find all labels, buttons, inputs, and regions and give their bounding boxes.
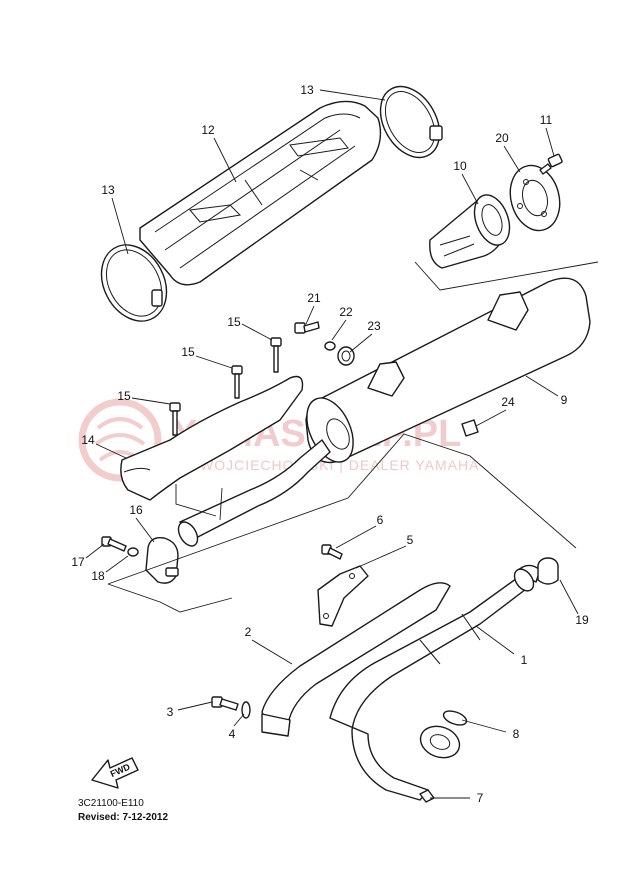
callout-24: 24 [501,395,515,409]
leader-lines [85,89,579,799]
bolt-part-24[interactable] [461,419,479,437]
diagram-code: 3C21100-E110 [78,798,144,809]
callout-19: 19 [575,613,589,627]
callout-17: 17 [71,555,85,569]
assembly-frame-lines [107,261,599,613]
bolt-part-17[interactable] [101,536,127,552]
callout-21: 21 [307,291,321,305]
callout-5: 5 [407,533,414,547]
washer-part-22[interactable] [324,341,336,351]
washer-part-18[interactable] [127,547,139,557]
callout-labels: 13 12 13 11 20 10 21 22 23 15 15 15 9 24… [71,83,589,805]
exhaust-pipe-part-1[interactable] [329,564,541,801]
bolt-part-15b[interactable] [231,365,243,399]
flange-part[interactable] [416,721,464,763]
bolt-part-15a[interactable] [169,402,181,436]
grommet-part-23[interactable] [337,346,355,366]
joint-pipe-part[interactable] [175,439,331,549]
bolt-part-3[interactable] [211,696,239,711]
callout-1: 1 [521,653,528,667]
callout-15-c: 15 [117,389,131,403]
callout-15-b: 15 [181,345,195,359]
bolt-part-11[interactable] [539,153,563,175]
callout-18: 18 [91,569,105,583]
callout-9: 9 [561,393,568,407]
plate-part-20[interactable] [503,160,566,236]
callout-22: 22 [339,305,353,319]
callout-2: 2 [245,625,252,639]
callout-6: 6 [377,513,384,527]
callout-15-a: 15 [227,315,241,329]
watermark-sub-text: WOJCIECHOWSKI | DEALER YAMAHA [200,457,480,473]
revised-date: Revised: 7-12-2012 [78,812,168,823]
clamp-part-13-right[interactable] [368,76,451,168]
callout-8: 8 [513,727,520,741]
bolt-part-6[interactable] [321,544,343,560]
callout-13-top: 13 [300,83,314,97]
callout-3: 3 [167,705,174,719]
callout-13-left: 13 [101,183,115,197]
clamp-part-13-left[interactable] [89,234,180,333]
heat-guard-part-12[interactable] [139,100,382,286]
callout-12: 12 [201,123,215,137]
callout-20: 20 [495,131,509,145]
callout-7: 7 [477,791,484,805]
forward-arrow-icon: FWD [91,757,139,789]
collar-part-19[interactable] [537,557,559,585]
callout-16: 16 [129,503,143,517]
callout-23: 23 [367,319,381,333]
gasket-part-8[interactable] [442,708,469,727]
bolt-part-21[interactable] [294,321,320,334]
exhaust-pipe-part-2[interactable] [261,582,451,737]
spark-arrester-part-10[interactable] [429,190,516,269]
bracket-part-5[interactable] [317,565,369,627]
heat-shield-part-14[interactable] [120,375,304,501]
clamp-part-16[interactable] [145,537,179,584]
bolt-part-15c[interactable] [270,337,282,373]
callout-4: 4 [229,727,236,741]
callout-14: 14 [81,433,95,447]
callout-11: 11 [540,113,553,127]
callout-10: 10 [453,159,467,173]
